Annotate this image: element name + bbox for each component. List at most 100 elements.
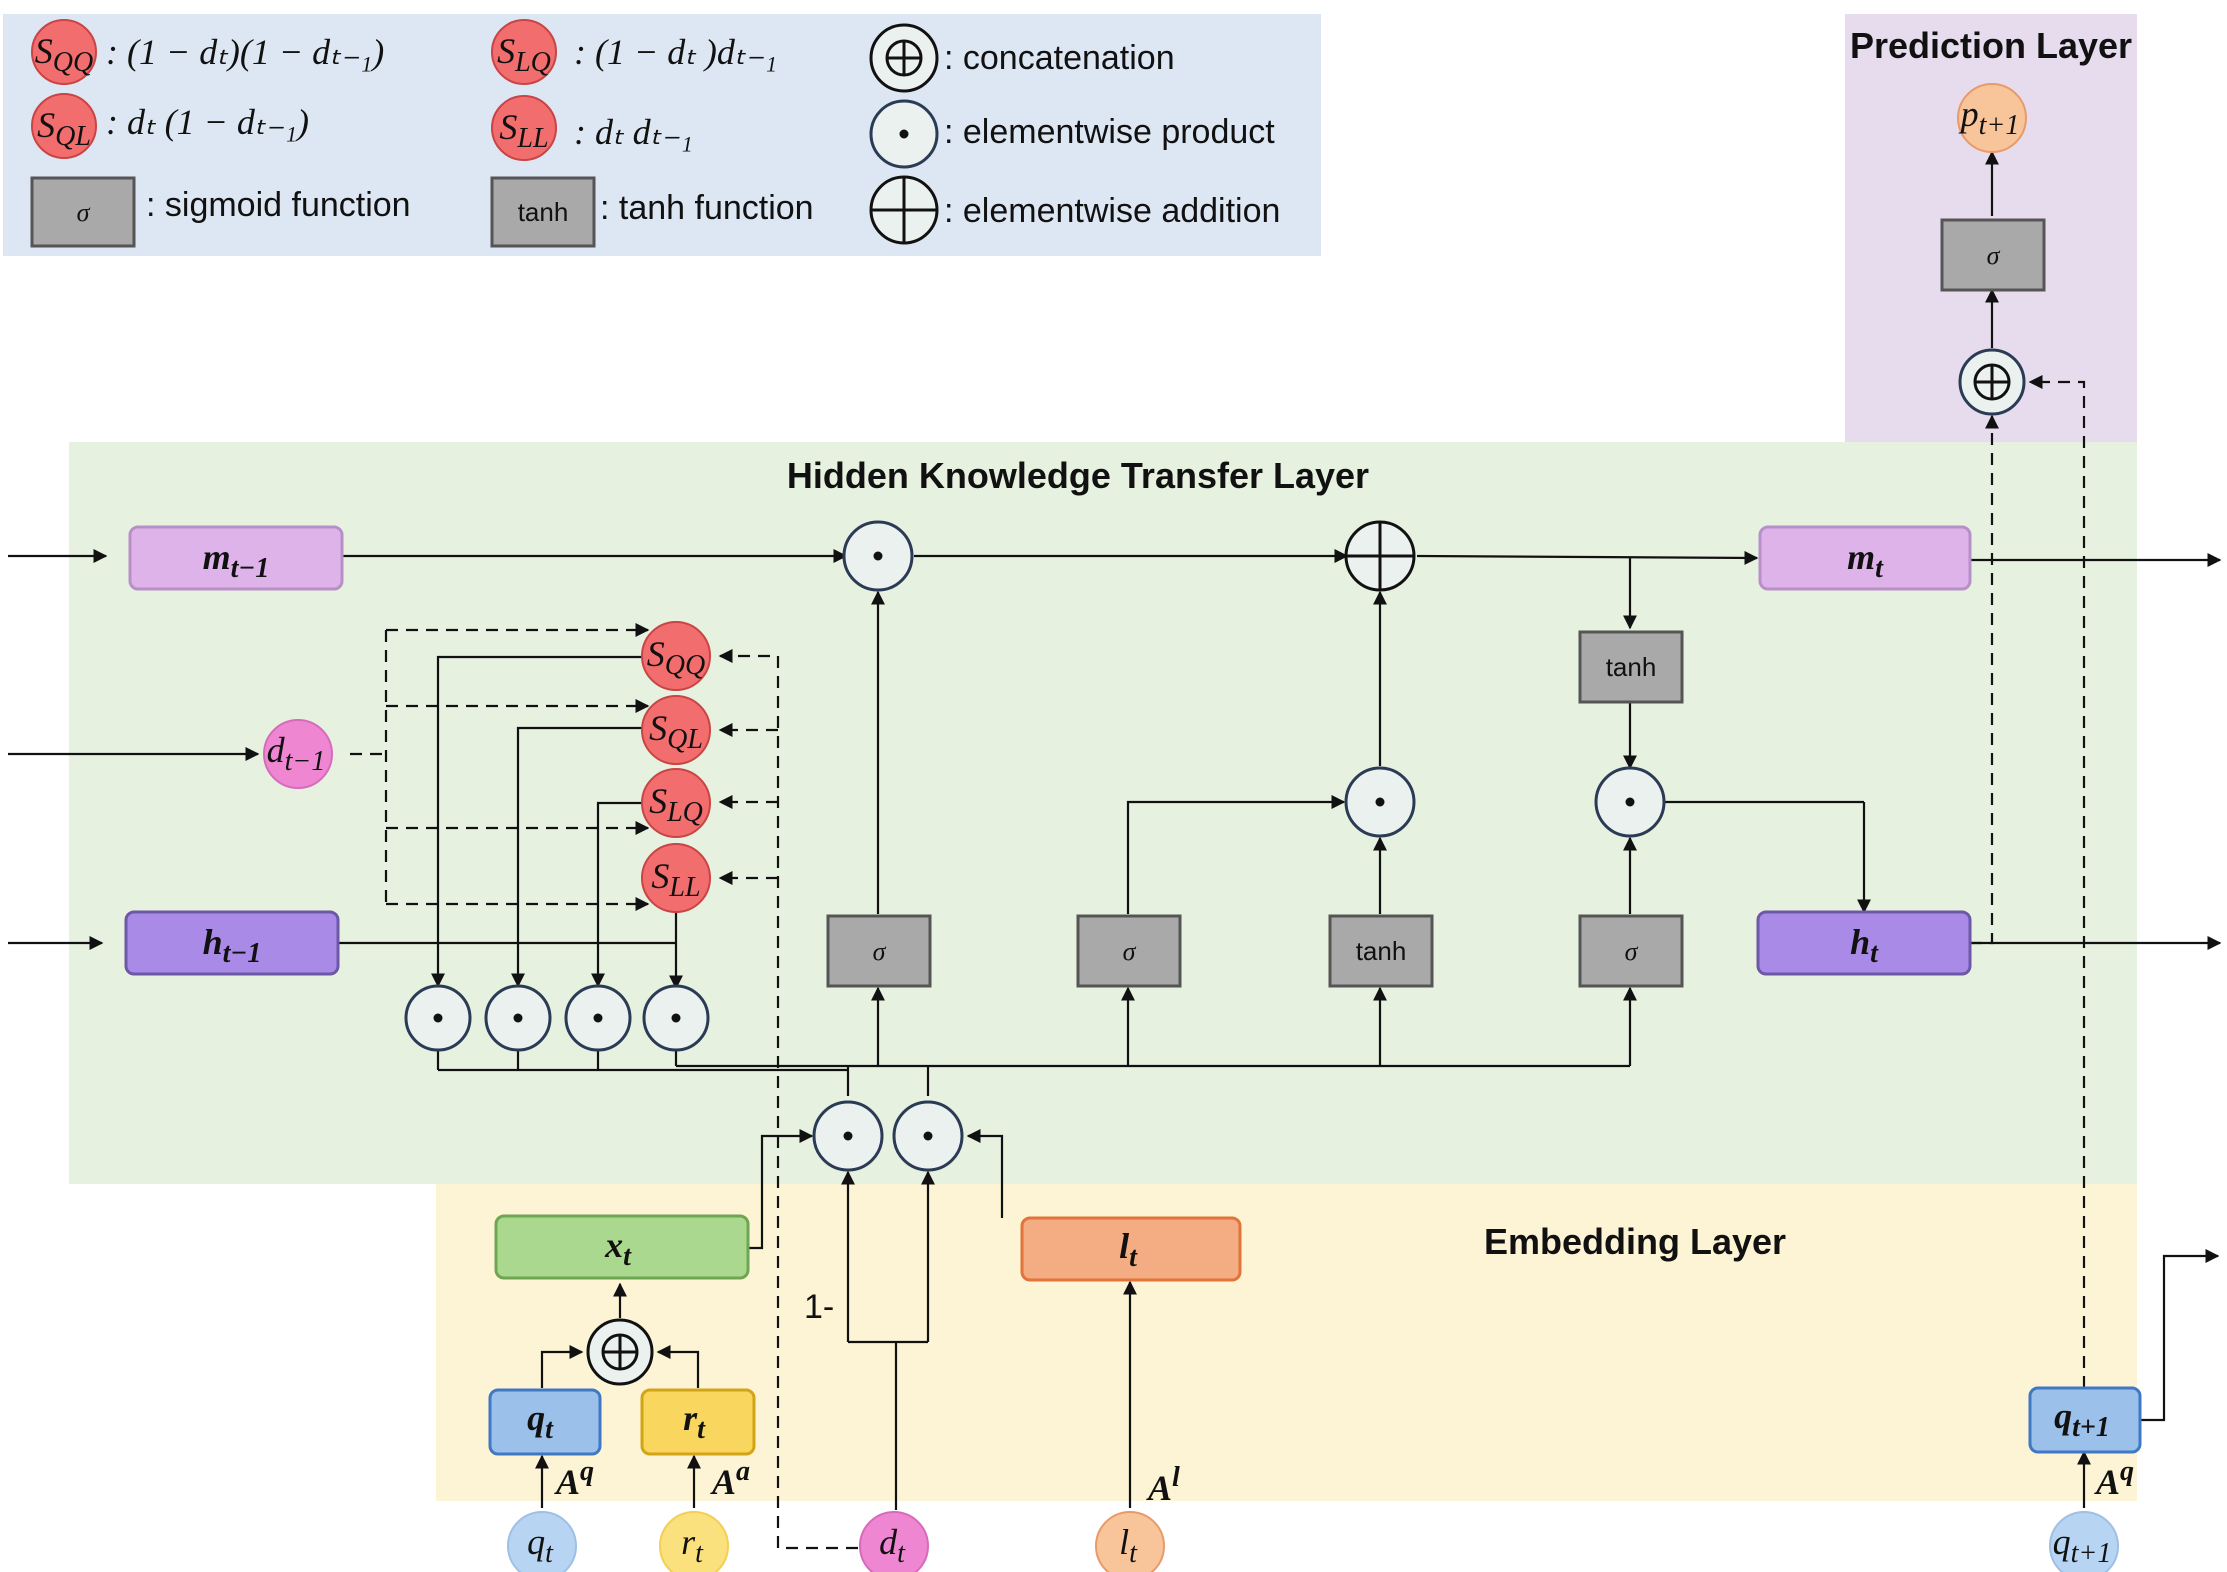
m-prev-box: mt−1 <box>128 525 344 591</box>
svg-text:σ: σ <box>1625 937 1639 966</box>
legend-s-ql: SQL : dₜ (1 − dₜ₋₁) <box>31 93 309 159</box>
svg-text:ht: ht <box>1850 922 1879 969</box>
svg-text:: sigmoid function: : sigmoid function <box>146 186 411 224</box>
p-next-node: pt+1 <box>1957 83 2027 153</box>
s-ql-node: SQL <box>641 695 711 765</box>
matrix-label-aq-next: Aq <box>2094 1456 2134 1502</box>
sigma-gate-output: σ <box>1578 914 1684 988</box>
svg-text:: dₜ dₜ₋₁: : dₜ dₜ₋₁ <box>574 112 693 152</box>
product-op-input <box>1344 766 1416 838</box>
svg-text:lt: lt <box>1119 1226 1138 1273</box>
svg-text:mt−1: mt−1 <box>203 537 270 584</box>
legend-panel <box>3 14 1321 256</box>
l-t-box: lt <box>1020 1216 1242 1282</box>
legend-s-lq: SLQ : (1 − dₜ )dₜ₋₁ <box>491 19 777 85</box>
legend-s-ll: SLL : dₜ dₜ₋₁ <box>491 95 693 161</box>
product-op-x <box>812 1100 884 1172</box>
product-op-l <box>892 1100 964 1172</box>
svg-text:σ: σ <box>77 198 91 227</box>
svg-text:rt: rt <box>681 1522 704 1569</box>
m-t-box: mt <box>1758 525 1972 591</box>
product-op-lq <box>564 984 632 1052</box>
svg-text:dt: dt <box>879 1522 906 1569</box>
product-op-m <box>842 520 914 592</box>
q-t-box: qt <box>488 1388 602 1456</box>
h-prev-box: ht−1 <box>124 910 340 976</box>
legend: SQQ : (1 − dₜ)(1 − dₜ₋₁) SQL : dₜ (1 − d… <box>30 19 1280 248</box>
h-t-box: ht <box>1756 910 1972 976</box>
s-lq-node: SLQ <box>641 768 711 838</box>
s-qq-node: SQQ <box>641 621 711 691</box>
svg-text:pt+1: pt+1 <box>1958 94 2020 141</box>
sigma-gate-input: σ <box>1076 914 1182 988</box>
concat-op-prediction <box>1958 348 2026 416</box>
d-t-input: dt <box>859 1511 929 1572</box>
s-ll-node: SLL <box>641 843 711 913</box>
q-next-box: qt+1 <box>2028 1386 2142 1454</box>
svg-text:: elementwise addition: : elementwise addition <box>944 192 1280 230</box>
svg-text:xt: xt <box>604 1225 632 1272</box>
tanh-gate-memory: tanh <box>1578 630 1684 704</box>
product-op-ll <box>642 984 710 1052</box>
hidden-layer-title: Hidden Knowledge Transfer Layer <box>787 455 1369 496</box>
concat-op-embedding <box>586 1318 654 1386</box>
matrix-label-aa: Aa <box>710 1456 750 1502</box>
legend-s-qq: SQQ : (1 − dₜ)(1 − dₜ₋₁) <box>31 19 384 85</box>
d-prev-node: dt−1 <box>263 719 333 789</box>
svg-text:SLQ: SLQ <box>497 31 551 78</box>
svg-text:SQQ: SQQ <box>647 634 705 681</box>
svg-text:SQL: SQL <box>649 708 703 755</box>
one-minus-label: 1- <box>804 1288 834 1326</box>
svg-text:tanh: tanh <box>518 197 569 227</box>
svg-text:σ: σ <box>873 937 887 966</box>
product-op-qq <box>404 984 472 1052</box>
r-t-box: rt <box>640 1388 756 1456</box>
svg-text:: concatenation: : concatenation <box>944 39 1175 77</box>
x-t-box: xt <box>494 1214 750 1280</box>
svg-text:qt+1: qt+1 <box>2053 1522 2112 1569</box>
svg-text:SLQ: SLQ <box>649 781 703 828</box>
tanh-gate-candidate: tanh <box>1328 914 1434 988</box>
embedding-layer-title: Embedding Layer <box>1484 1221 1786 1262</box>
matrix-label-aq: Aq <box>554 1456 594 1502</box>
r-t-input: rt <box>659 1511 729 1572</box>
l-t-input: lt <box>1095 1511 1165 1572</box>
svg-text:SLL: SLL <box>651 856 700 903</box>
product-op-ql <box>484 984 552 1052</box>
svg-text:tanh: tanh <box>1356 936 1407 966</box>
svg-text:ht−1: ht−1 <box>203 922 262 969</box>
sigma-gate-forget: σ <box>826 914 932 988</box>
svg-text:lt: lt <box>1119 1522 1138 1569</box>
svg-text:tanh: tanh <box>1606 652 1657 682</box>
svg-text:σ: σ <box>1123 937 1137 966</box>
q-next-input: qt+1 <box>2049 1511 2119 1572</box>
svg-text:SQL: SQL <box>37 105 91 152</box>
product-op-output <box>1594 766 1666 838</box>
svg-text:dt−1: dt−1 <box>267 730 326 777</box>
dashed-connections <box>350 375 2086 1550</box>
matrix-label-al: Al <box>1146 1462 1180 1508</box>
svg-text:qt: qt <box>527 1398 554 1445</box>
svg-text:: elementwise product: : elementwise product <box>944 113 1275 151</box>
svg-text:mt: mt <box>1847 537 1884 584</box>
svg-text:SLL: SLL <box>499 107 548 154</box>
svg-text:SQQ: SQQ <box>35 31 93 78</box>
legend-product: : elementwise product <box>869 99 1275 169</box>
svg-text:σ: σ <box>1987 241 2001 270</box>
connections <box>8 150 2222 1510</box>
legend-sigmoid: σ : sigmoid function <box>30 176 411 248</box>
sigma-gate-prediction: σ <box>1940 218 2046 292</box>
nodes: mt−1 mt ht−1 ht dt−1 SQQ SQL <box>124 83 2142 1572</box>
svg-text:: tanh function: : tanh function <box>600 189 814 227</box>
svg-text:: dₜ (1 − dₜ₋₁): : dₜ (1 − dₜ₋₁) <box>106 102 309 142</box>
svg-text:qt+1: qt+1 <box>2054 1396 2110 1443</box>
addition-op-m <box>1344 520 1416 592</box>
prediction-layer-title: Prediction Layer <box>1850 25 2132 66</box>
q-t-input: qt <box>507 1511 577 1572</box>
svg-text:: (1 − dₜ)(1 − dₜ₋₁): : (1 − dₜ)(1 − dₜ₋₁) <box>106 32 384 72</box>
svg-text:: (1 − dₜ )dₜ₋₁: : (1 − dₜ )dₜ₋₁ <box>574 32 777 72</box>
legend-tanh: tanh : tanh function <box>490 176 814 248</box>
svg-text:qt: qt <box>527 1522 554 1569</box>
svg-text:rt: rt <box>683 1398 706 1445</box>
